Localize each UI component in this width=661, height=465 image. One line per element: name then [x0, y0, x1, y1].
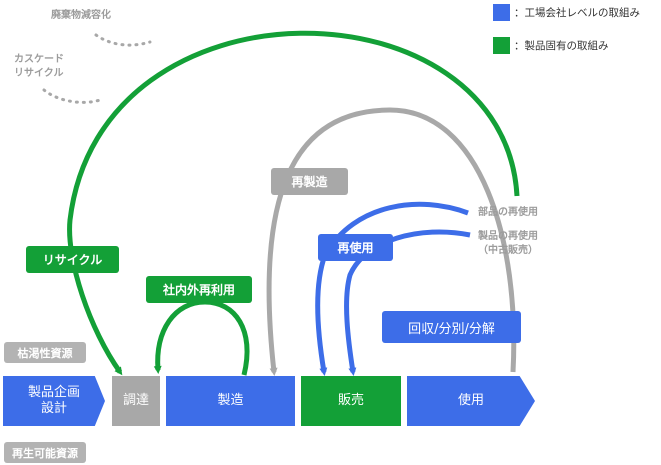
product-reuse-arc	[344, 229, 471, 376]
annotation-waste-volume-reduction: 廃棄物減容化	[51, 10, 111, 21]
annotation-cascade-recycle: カスケード リサイクル	[14, 54, 64, 79]
annotation-parts-reuse: 部品の再使用	[478, 207, 538, 218]
stage-procurement: 調達	[112, 376, 160, 426]
label-collection: 回収/分別/分解	[382, 311, 521, 343]
stage-manufacturing: 製造	[166, 376, 295, 426]
label-depleting-resources: 枯渇性資源	[4, 342, 86, 363]
label-recycle: リサイクル	[26, 246, 119, 273]
label-internal-reuse: 社内外再利用	[146, 276, 252, 303]
legend-item-product-specific: ：製品固有の取組み	[493, 37, 609, 54]
legend-label-product-specific: ：製品固有の取組み	[514, 40, 609, 52]
recycle-arc	[67, 30, 520, 376]
label-renewable-resources: 再生可能資源	[4, 442, 86, 463]
internal-reuse-loop	[153, 299, 250, 376]
stage-use: 使用	[407, 376, 535, 426]
stage-sales: 販売	[301, 376, 401, 426]
label-remanufacture: 再製造	[271, 168, 348, 195]
cascade-recycle-dotted-arc	[42, 88, 102, 104]
legend-swatch-blue	[493, 4, 510, 21]
remanufacture-arc	[266, 107, 517, 376]
annotation-product-reuse: 製品の再使用 （中古販売）	[478, 231, 538, 256]
legend-item-company-level: ：工場会社レベルの取組み	[493, 4, 640, 21]
waste-reduction-dotted-arc	[94, 33, 152, 47]
legend-label-company-level: ：工場会社レベルの取組み	[514, 7, 640, 19]
label-reuse: 再使用	[318, 234, 393, 261]
legend-swatch-green	[493, 37, 510, 54]
stage-product-planning-design: 製品企画 設計	[3, 376, 105, 426]
